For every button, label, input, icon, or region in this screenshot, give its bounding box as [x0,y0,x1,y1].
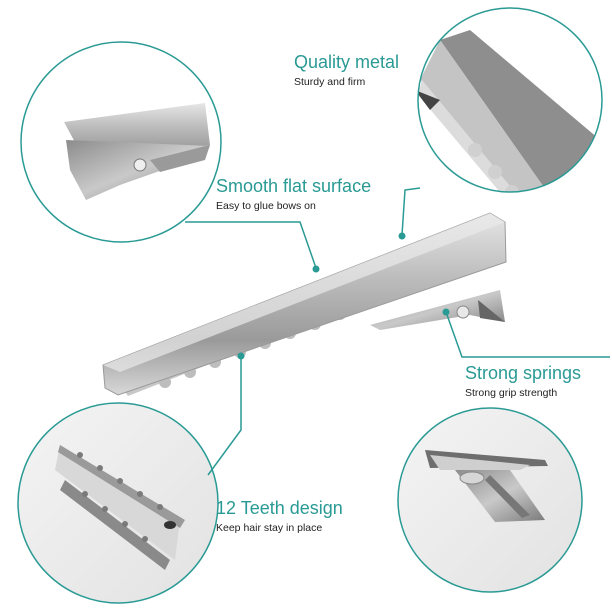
spring-closeup-circle [397,407,583,593]
feature-quality-metal: Quality metal Sturdy and firm [294,52,399,89]
feature-strong-springs: Strong springs Strong grip strength [465,363,581,400]
metal-closeup-circle [417,7,603,193]
feature-subtitle: Keep hair stay in place [216,522,323,534]
feature-subtitle: Sturdy and firm [294,76,366,88]
feature-subtitle: Easy to glue bows on [216,200,316,212]
feature-smooth-flat-surface: Smooth flat surface Easy to glue bows on [216,176,371,213]
main-clip-image [102,212,507,396]
callout-connectors [185,187,610,476]
feature-title: Quality metal [294,52,400,72]
teeth-closeup-circle [17,402,219,604]
feature-title: Strong springs [465,363,582,383]
feature-teeth-design: 12 Teeth design Keep hair stay in place [216,498,343,535]
hinge-closeup-circle [20,41,222,243]
feature-title: 12 Teeth design [216,498,343,518]
feature-title: Smooth flat surface [216,176,372,196]
feature-subtitle: Strong grip strength [465,387,558,399]
callout-dots [237,232,450,360]
